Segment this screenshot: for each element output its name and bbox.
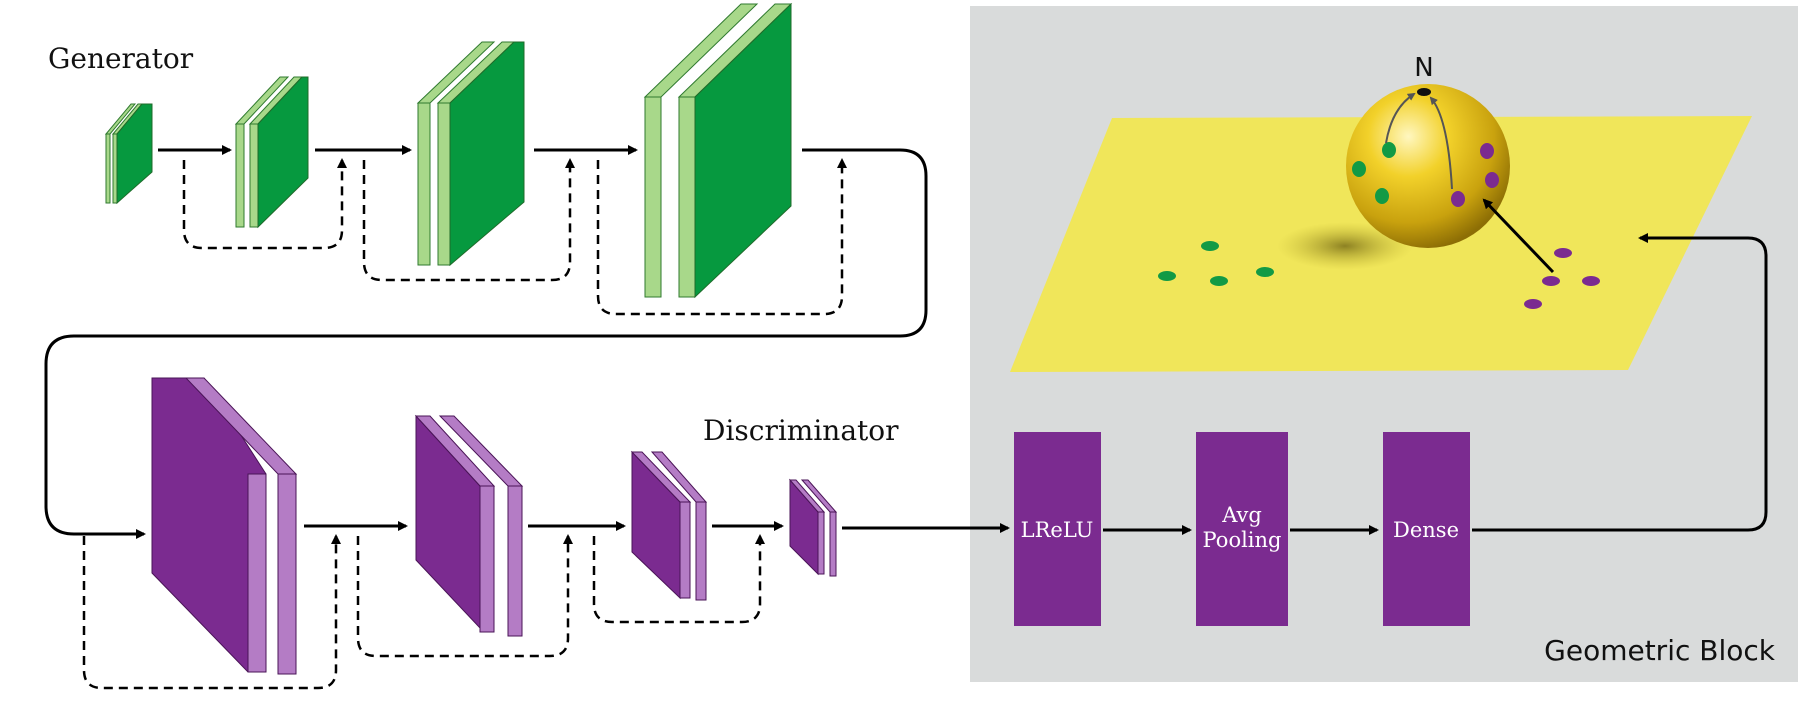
svg-text:Pooling: Pooling	[1203, 528, 1282, 552]
geodesic-arc-right	[1429, 96, 1453, 190]
layer-box-avg-pooling: Avg Pooling	[1196, 432, 1288, 626]
svg-text:LReLU: LReLU	[1021, 518, 1094, 542]
sphere-points-purple	[1451, 143, 1499, 207]
svg-text:Dense: Dense	[1393, 518, 1459, 542]
geometric-block-arrows	[1103, 233, 1768, 535]
layer-box-lrelu: LReLU	[1014, 432, 1101, 626]
discriminator-forward-arrows	[304, 521, 1010, 533]
plane-points-green	[1158, 241, 1274, 286]
plane-points-purple	[1524, 248, 1600, 309]
generator-block-2	[234, 76, 309, 229]
generator-block-4	[643, 2, 793, 299]
discriminator-block-4	[788, 478, 838, 577]
discriminator-block-3	[630, 450, 708, 601]
sphere-points-green	[1352, 142, 1396, 204]
geodesic-arc-left	[1385, 92, 1416, 144]
projection-arrow	[1482, 198, 1555, 274]
layer-box-dense: Dense	[1383, 432, 1470, 626]
generator-block-1	[104, 103, 153, 205]
generator-layers	[104, 2, 793, 299]
discriminator-layers	[151, 377, 838, 675]
north-pole-label: N	[1414, 53, 1433, 83]
discriminator-skip-connections	[82, 534, 765, 690]
north-pole-point	[1417, 88, 1431, 96]
generator-skip-connections	[182, 158, 847, 316]
discriminator-block-1	[151, 377, 298, 675]
discriminator-title: Discriminator	[703, 414, 899, 447]
generator-block-3	[416, 41, 525, 267]
geometric-block-title: Geometric Block	[1544, 634, 1776, 667]
hypersphere	[1346, 84, 1510, 248]
sphere-shadow	[1277, 222, 1413, 270]
generator-to-discriminator-connector	[44, 148, 928, 539]
discriminator-block-2	[414, 414, 524, 637]
svg-text:Avg: Avg	[1221, 503, 1262, 527]
generator-title: Generator	[48, 42, 194, 75]
